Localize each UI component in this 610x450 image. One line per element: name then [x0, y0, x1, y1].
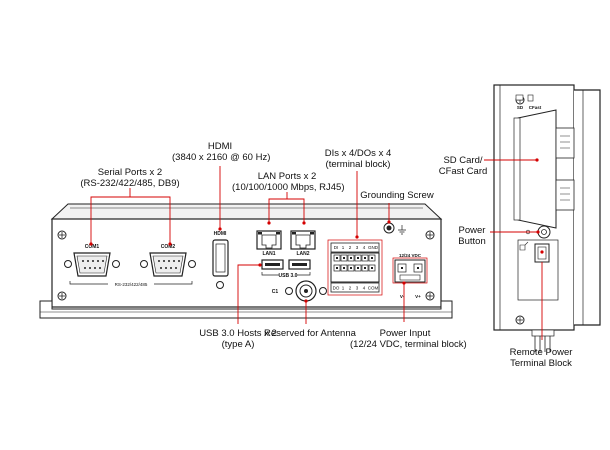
- sd-card-callout-title: SD Card/: [443, 155, 483, 166]
- antenna-callout: Reserved for Antenna: [264, 328, 356, 339]
- side-panel: SD CFast: [493, 84, 601, 352]
- sd-card-callout-detail: CFast Card: [438, 166, 488, 177]
- di-1-label: 1: [342, 245, 345, 250]
- usb-callout-detail: (type A): [221, 339, 255, 350]
- com1-port: COM1: [64, 244, 120, 277]
- power-input-callout-title: Power Input: [379, 328, 431, 339]
- grounding-callout-title: Grounding Screw: [360, 190, 434, 201]
- leader-lines: [89, 158, 544, 340]
- lan1-label: LAN1: [262, 251, 275, 257]
- lan2-port: LAN2: [290, 230, 316, 257]
- v-minus-label: V-: [400, 294, 405, 299]
- lan-callout-detail: (10/100/1000 Mbps, RJ45): [232, 182, 345, 193]
- hdmi-label: HDMI: [214, 231, 227, 237]
- lan-callout-title: LAN Ports x 2: [257, 171, 317, 182]
- sd-card-callout: SD Card/ CFast Card: [438, 155, 488, 177]
- dio-terminal-block: DI 1 2 3 4 GND DO 1 2 3 4 COM: [330, 242, 380, 293]
- screw-icon: [425, 291, 435, 301]
- di-4-label: 4: [363, 245, 366, 250]
- com2-port: COM2: [140, 244, 196, 277]
- power-button-callout-detail: Button: [458, 236, 486, 247]
- di-2-label: 2: [349, 245, 352, 250]
- v-plus-label: V+: [415, 294, 421, 299]
- usb-callout: USB 3.0 Hosts x 2 (type A): [193, 328, 283, 350]
- remote-power-callout-title: Remote Power: [509, 347, 573, 358]
- serial-callout-title: Serial Ports x 2: [97, 167, 163, 178]
- hdmi-port: HDMI: [212, 231, 229, 289]
- lan1-port: LAN1: [256, 230, 282, 257]
- do-com-label: COM: [368, 286, 379, 291]
- serial-callout: Serial Ports x 2 (RS-232/422/485, DB9): [80, 167, 180, 189]
- hdmi-callout-title: HDMI: [207, 141, 233, 152]
- side-cfast-label: CFast: [529, 105, 542, 110]
- do-1-label: 1: [342, 286, 345, 291]
- power-input-terminal: 12/24 VDC V- V+: [394, 253, 426, 299]
- power-button-icon: [525, 225, 551, 239]
- di-3-label: 3: [356, 245, 359, 250]
- antenna-callout-title: Reserved for Antenna: [264, 328, 356, 339]
- lan2-label: LAN2: [296, 251, 309, 257]
- serial-callout-detail: (RS-232/422/485, DB9): [80, 178, 180, 189]
- screw-icon: [57, 291, 67, 301]
- grounding-callout: Grounding Screw: [360, 190, 434, 201]
- hdmi-callout-detail: (3840 x 2160 @ 60 Hz): [172, 152, 271, 163]
- usb-ports: USB 3.0: [261, 259, 311, 279]
- c1-label: C1: [272, 289, 279, 295]
- antenna-connector: C1: [272, 280, 327, 302]
- power-vdc-label: 12/24 VDC: [399, 253, 422, 258]
- do-2-label: 2: [349, 286, 352, 291]
- power-input-callout: Power Input (12/24 VDC, terminal block): [350, 328, 467, 350]
- side-sd-label: SD: [517, 105, 524, 110]
- dio-callout-title: DIs x 4/DOs x 4: [324, 148, 392, 159]
- screw-icon: [425, 230, 435, 240]
- di-label: DI: [334, 245, 339, 250]
- usb-label: USB 3.0: [279, 273, 298, 279]
- do-label: DO: [333, 286, 340, 291]
- com2-label: COM2: [161, 244, 176, 250]
- screw-icon: [57, 230, 67, 240]
- lan-callout: LAN Ports x 2 (10/100/1000 Mbps, RJ45): [232, 171, 345, 193]
- remote-power-callout: Remote Power Terminal Block: [503, 347, 579, 369]
- com1-label: COM1: [85, 244, 100, 250]
- usb-callout-title: USB 3.0 Hosts x 2: [199, 328, 277, 339]
- rs-bracket: RS-232/422/485: [69, 281, 193, 287]
- power-input-callout-detail: (12/24 VDC, terminal block): [350, 339, 467, 350]
- do-4-label: 4: [363, 286, 366, 291]
- power-button-callout: Power Button: [452, 225, 492, 247]
- rs-bracket-label: RS-232/422/485: [115, 282, 148, 287]
- do-3-label: 3: [356, 286, 359, 291]
- dio-callout-detail: (terminal block): [325, 159, 391, 170]
- di-gnd-label: GND: [368, 245, 379, 250]
- remote-power-callout-detail: Terminal Block: [510, 358, 572, 369]
- power-button-callout-title: Power: [458, 225, 486, 236]
- dio-callout: DIs x 4/DOs x 4 (terminal block): [323, 148, 393, 170]
- hdmi-callout: HDMI (3840 x 2160 @ 60 Hz): [172, 141, 271, 163]
